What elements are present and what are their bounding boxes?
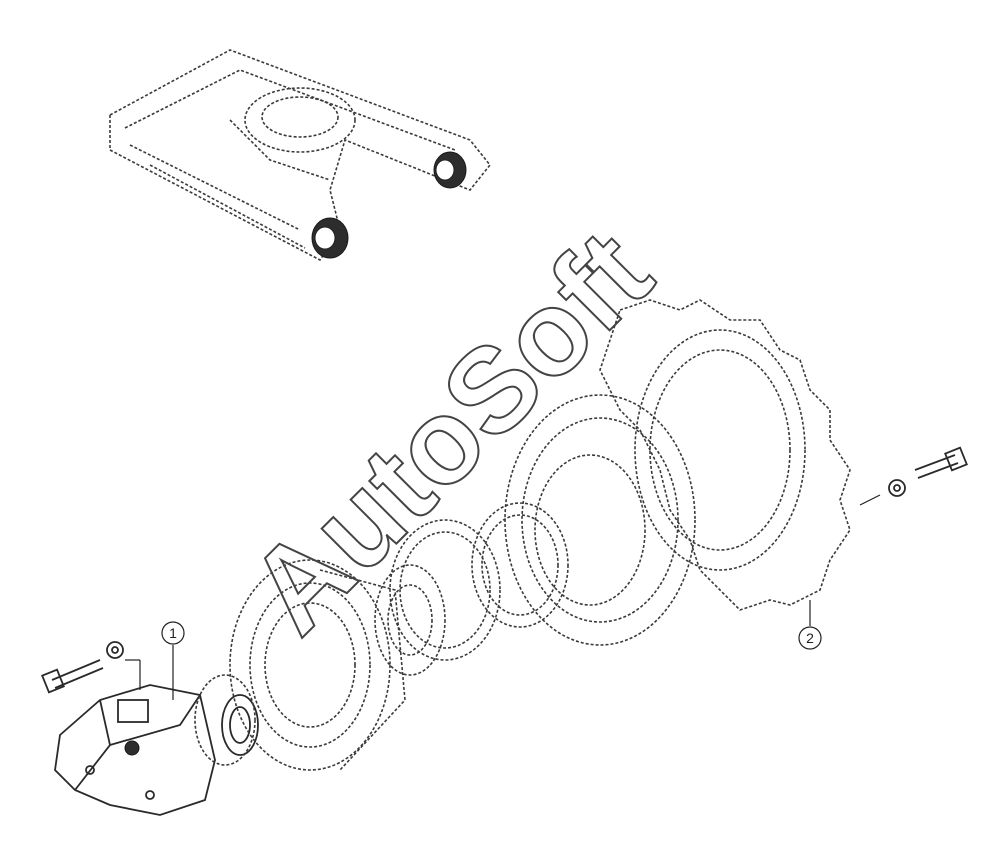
sprocket-bolt <box>859 446 968 506</box>
travel-motor <box>54 674 259 816</box>
hub <box>374 564 446 676</box>
watermark: AutoSoft <box>224 205 677 658</box>
idler-hub-left <box>311 217 349 259</box>
callout-2-label: 2 <box>806 630 814 646</box>
gear-housing <box>504 394 696 646</box>
sprocket <box>599 299 851 611</box>
track-frame <box>109 49 492 262</box>
callout-1: 1 <box>125 621 185 700</box>
idler-hub-right <box>433 151 467 189</box>
callout-2: 2 <box>798 600 822 650</box>
housing-flange <box>229 559 406 771</box>
callout-1-label: 1 <box>169 625 177 641</box>
seal-ring <box>389 519 501 661</box>
motor-bolt <box>41 641 124 694</box>
bearing-ring <box>471 502 569 628</box>
